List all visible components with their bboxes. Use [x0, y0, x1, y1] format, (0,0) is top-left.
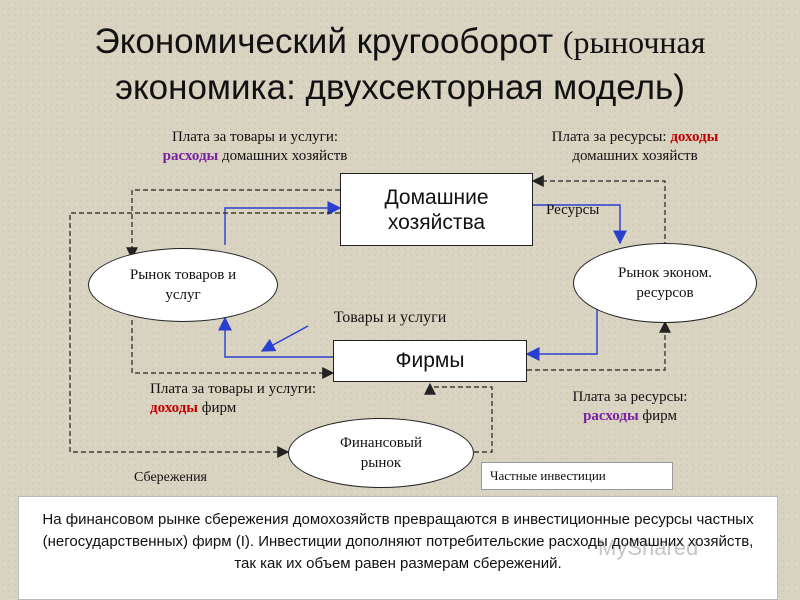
label-resources: Ресурсы — [546, 202, 600, 218]
label-pay-goods-top: Плата за товары и услуги: расходы домашн… — [120, 128, 390, 166]
label-goods-services: Товары и услуги — [333, 309, 447, 326]
label-highlight-spending: расходы — [162, 148, 219, 164]
arrow-firm-resource-spending — [527, 320, 671, 371]
goods-market-ellipse: Рынок товаров и услуг — [88, 248, 278, 322]
households-label: Домашние хозяйства — [384, 185, 489, 234]
label-text: домашних хозяйств — [572, 148, 698, 164]
arrow-firms-to-goods-market — [218, 316, 333, 358]
arrow-households-to-resource-market — [533, 204, 627, 245]
financial-market-ellipse: Финансовый рынок — [288, 418, 474, 488]
label-pay-resources-bottom: Плата за ресурсы: расходы фирм — [540, 388, 720, 426]
resource-market-label: Рынок эконом. ресурсов — [618, 265, 712, 301]
resource-market-ellipse: Рынок эконом. ресурсов — [573, 243, 757, 323]
label-highlight-income: доходы — [670, 129, 719, 145]
arrow-savings — [69, 212, 340, 458]
firms-label: Фирмы — [395, 349, 465, 372]
private-investment-box: Частные инвестиции — [481, 462, 673, 490]
label-text: Плата за ресурсы: — [551, 129, 667, 145]
label-savings: Сбережения — [134, 470, 208, 485]
label-text: Плата за товары и услуги: — [150, 381, 317, 397]
label-text: домашних хозяйств — [222, 148, 348, 164]
arrow-goods-market-to-households — [224, 201, 342, 245]
households-box: Домашние хозяйства — [340, 173, 533, 246]
explanation-note: На финансовом рынке сбережения домохозяй… — [18, 496, 778, 600]
arrow-goods-services-pointer — [260, 325, 309, 352]
goods-market-label: Рынок товаров и услуг — [129, 267, 237, 303]
label-pay-resources-top: Плата за ресурсы: доходы домашних хозяйс… — [520, 128, 750, 166]
page-title-line-1: Экономический кругооборот (рыночная — [0, 22, 800, 62]
arrow-private-investment — [424, 382, 493, 453]
arrow-household-income — [531, 175, 666, 255]
label-highlight-spending: расходы — [583, 408, 639, 424]
arrow-household-spending — [126, 189, 340, 260]
firms-box: Фирмы — [333, 340, 527, 382]
page-title-line-2: экономика: двухсекторная модель) — [115, 68, 685, 107]
arrow-resource-market-to-firms — [525, 308, 598, 361]
financial-market-label: Финансовый рынок — [340, 435, 422, 471]
title-paren: (рыночная — [562, 24, 706, 60]
label-text: Плата за ресурсы: — [572, 389, 688, 405]
arrow-firm-revenue — [131, 320, 335, 379]
label-highlight-income: доходы — [150, 400, 199, 416]
label-text: фирм — [201, 400, 237, 416]
label-text: фирм — [642, 408, 677, 424]
label-pay-goods-bottom: Плата за товары и услуги: доходы фирм — [120, 380, 370, 418]
watermark: MyShared — [598, 535, 699, 560]
title-main: Экономический кругооборот — [94, 22, 554, 61]
label-text: Плата за товары и услуги: — [171, 129, 339, 145]
